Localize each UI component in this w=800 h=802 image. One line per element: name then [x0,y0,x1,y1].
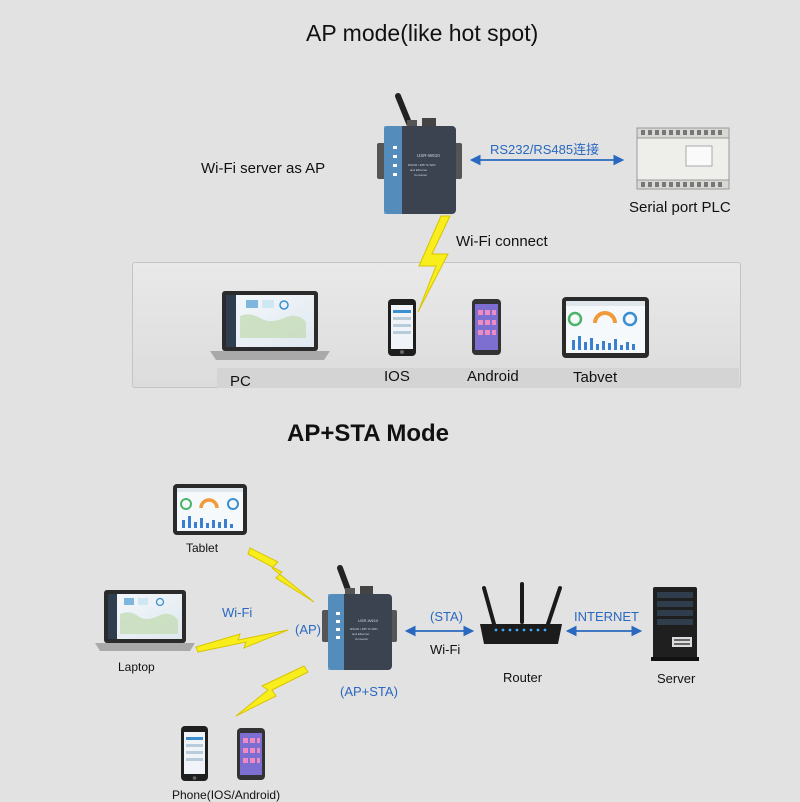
ap-sta-label: (AP+STA) [340,684,398,699]
client-label-pc: PC [230,373,251,390]
device-desc-1: RS232 / 485 To WiFi [408,163,436,167]
wifi-bolt-ap [417,215,451,313]
device-desc-2: and Ethernet [352,632,369,636]
wifi-bolt-tablet [247,547,315,603]
client-label-ios: IOS [384,368,410,385]
router-label: Router [503,670,543,685]
wifi-bolt-laptop [195,629,289,653]
device-stripe [384,126,402,214]
client-label-tablet: Tabvet [573,369,618,386]
wifi-label-left: Wi-Fi [222,605,253,620]
client-label-android: Android [467,368,519,385]
device-desc-2: and Ethernet [410,168,427,172]
sta-label: (STA) [430,609,463,624]
ap-label: (AP) [295,622,321,637]
device-desc-3: Converter [414,173,427,177]
phone-label: Phone(IOS/Android) [172,788,281,802]
laptop-label: Laptop [118,660,155,674]
ap-sta-mode-title: AP+STA Mode [287,420,450,447]
antenna-icon [337,565,355,598]
router-icon [480,582,562,644]
wifi-bolt-phone [235,665,309,717]
iphone-device-icon [181,726,208,781]
wifi-connect-label: Wi-Fi connect [456,233,548,250]
wifi-label-right: Wi-Fi [430,642,461,657]
laptop-icon [210,291,330,360]
server-label: Server [657,671,696,686]
antenna-icon [395,93,417,131]
device-desc-1: RS232 / 485 To WiFi [350,627,378,631]
tablet-icon [562,297,649,358]
status-led-icons [336,612,340,639]
rs232-link-label: RS232/RS485连接 [490,142,600,157]
clients-panel-shelf [217,368,739,388]
tablet-device-icon [173,484,247,535]
android-phone-icon [472,299,501,355]
tablet-label: Tablet [186,541,219,555]
serial-connector-icon [360,586,373,595]
device-model-text: USR-W610 [417,153,440,158]
internet-label: INTERNET [574,609,639,624]
device-stripe [328,594,344,670]
plc-label: Serial port PLC [629,199,731,216]
device-desc-3: Converter [355,637,368,641]
serial-connector-icon [422,118,436,128]
server-icon [651,587,699,661]
ap-mode-title: AP mode(like hot spot) [306,20,539,46]
wifi-server-label: Wi-Fi server as AP [201,160,326,177]
device-model-text: USR-W610 [358,618,379,623]
converter-device-ap: USR-W610 RS232 / 485 To WiFi and Etherne… [377,93,462,214]
laptop-device-icon [95,590,195,651]
converter-device-sta: USR-W610 RS232 / 485 To WiFi and Etherne… [322,565,397,670]
android-device-icon [237,728,265,780]
plc-icon [636,127,730,190]
iphone-icon [388,299,416,356]
status-led-icons [393,146,397,176]
